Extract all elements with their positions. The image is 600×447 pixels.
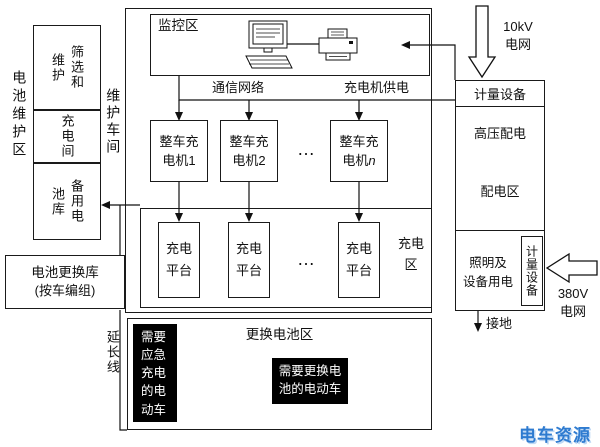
vehicle-charger-2-box: 整车充 电机2 <box>220 120 278 182</box>
distribution-area-label: 配电区 <box>480 184 520 199</box>
charging-platform-3-box: 充电 平台 <box>338 222 380 298</box>
charger-n-line1: 整车充 <box>339 133 379 149</box>
platform-1-line2: 平台 <box>165 263 192 278</box>
monitoring-area-title: 监控区 <box>158 18 199 33</box>
battery-maintenance-area-label: 电池维护区 <box>11 70 28 160</box>
metering-equipment-side-box: 计量设备 <box>521 236 543 306</box>
battery-swap-zone-title: 更换电池区 <box>245 327 314 342</box>
charger-1-line2: 电机1 <box>162 153 196 168</box>
platform-1-line1: 充电 <box>165 240 192 256</box>
chargers-ellipsis: … <box>297 139 315 159</box>
grounding-label: 接地 <box>486 316 513 331</box>
platform-2-line2: 平台 <box>235 263 262 278</box>
metering-equipment-side-label: 计量设备 <box>524 245 539 297</box>
emergency-charging-ev-box: 需要应急充电的电动车 <box>133 324 177 422</box>
grid-10kv-label: 10kV 电网 <box>503 19 533 52</box>
battery-swap-store-box: 电池更换库 (按车编组) <box>5 255 125 309</box>
comm-network-label: 通信网络 <box>212 80 265 95</box>
hv-distribution-box <box>455 106 545 231</box>
swap-battery-ev-box: 需要更换电池的电动车 <box>272 358 348 404</box>
computer-icon <box>240 20 298 77</box>
charger-2-line1: 整车充 <box>229 133 269 149</box>
grid-10kv-arrow <box>467 5 497 79</box>
charger-power-supply-label: 充电机供电 <box>344 80 410 95</box>
charging-area-label: 充电 区 <box>397 236 424 272</box>
screening-maintenance-cell: 筛选和维护 <box>33 25 101 110</box>
printer-icon <box>316 28 360 67</box>
platform-3-line2: 平台 <box>345 263 372 278</box>
extension-line-label: 延长线 <box>104 330 120 375</box>
charger-2-line2: 电机2 <box>232 153 266 168</box>
backup-battery-store-label: 备用电池库 <box>50 179 84 224</box>
battery-swap-store-line2: (按车编组) <box>34 283 96 299</box>
platforms-ellipsis: … <box>297 249 315 269</box>
watermark: 电车资源 <box>519 426 591 445</box>
platform-2-line1: 充电 <box>235 240 262 256</box>
charger-1-line1: 整车充 <box>159 133 199 149</box>
vehicle-charger-n-box: 整车充 电机n <box>330 120 388 182</box>
charging-room-label: 充电间 <box>59 114 75 159</box>
grid-380v-arrow <box>545 252 598 284</box>
lighting-equipment-power-label: 照明及 设备用电 <box>462 256 513 289</box>
charging-platform-1-box: 充电 平台 <box>158 222 200 298</box>
battery-swap-store-line1: 电池更换库 <box>31 264 99 280</box>
backup-battery-store-cell: 备用电池库 <box>33 163 101 240</box>
vehicle-charger-1-box: 整车充 电机1 <box>150 120 208 182</box>
grid-380v-label: 380V 电网 <box>557 286 589 319</box>
platform-3-line1: 充电 <box>345 240 372 256</box>
charger-n-line2: 电机n <box>342 153 376 168</box>
charging-platform-2-box: 充电 平台 <box>228 222 270 298</box>
charger-n-index: n <box>368 153 376 168</box>
hv-distribution-label: 高压配电 <box>473 126 526 141</box>
maintenance-workshop-label: 维护车间 <box>105 88 122 156</box>
metering-equipment-top-box: 计量设备 <box>455 80 545 107</box>
charging-room-cell: 充电间 <box>33 110 101 163</box>
screening-maintenance-label: 筛选和维护 <box>50 45 84 90</box>
